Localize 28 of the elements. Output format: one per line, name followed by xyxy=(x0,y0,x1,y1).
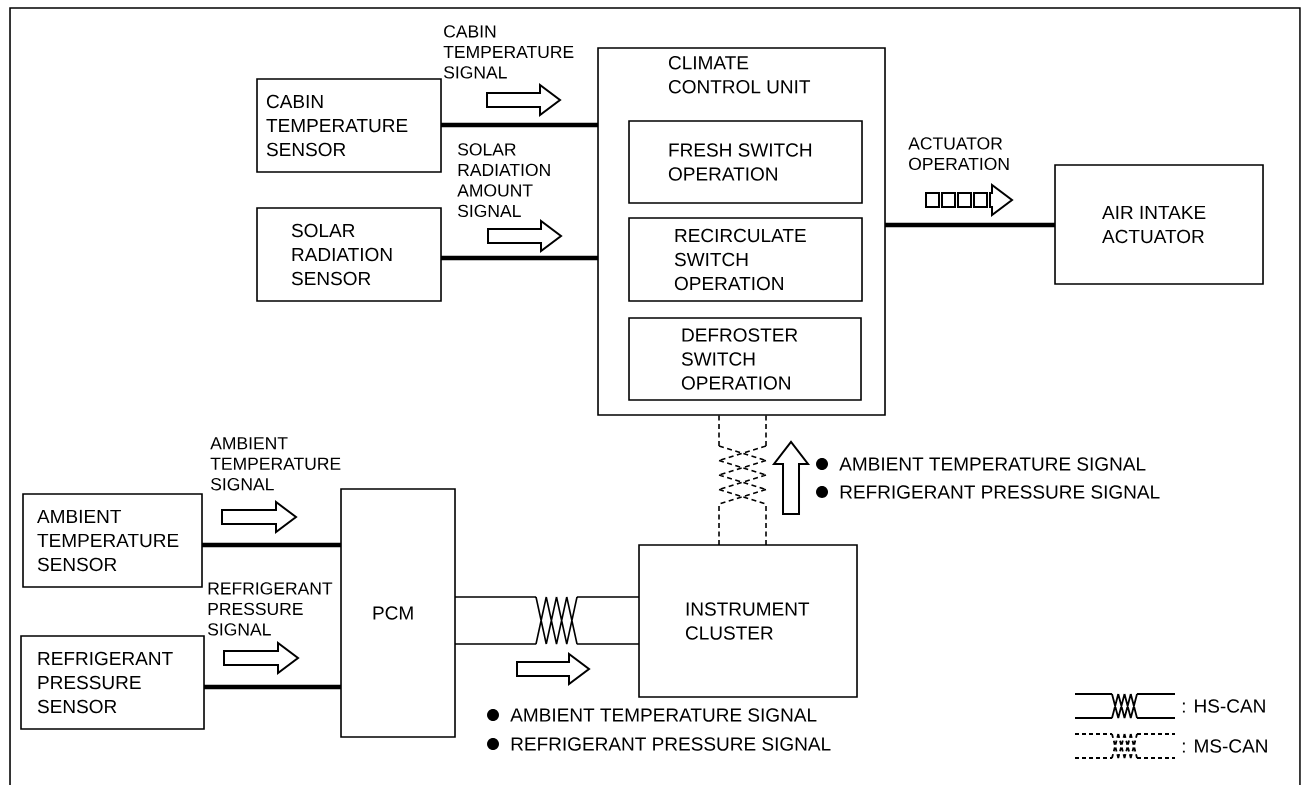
connector-line xyxy=(885,222,1055,228)
edge-label: AMBIENT TEMPERATURE SIGNAL xyxy=(210,437,341,491)
edge-label: SOLAR RADIATION AMOUNT SIGNAL xyxy=(457,143,550,218)
block-box: SOLAR RADIATION SENSOR xyxy=(256,207,442,302)
edge-label: ACTUATOR OPERATION xyxy=(908,137,1009,171)
edge-label: REFRIGERANT PRESSURE SIGNAL xyxy=(208,582,333,636)
connector-line xyxy=(204,684,341,690)
connector-line xyxy=(718,414,767,546)
block-box: DEFROSTER SWITCH OPERATION xyxy=(628,317,862,401)
signal-label: REFRIGERANT PRESSURE SIGNAL xyxy=(840,485,1160,499)
block-box: AIR INTAKE ACTUATOR xyxy=(1054,164,1264,285)
signal-label: REFRIGERANT PRESSURE SIGNAL xyxy=(511,737,831,751)
connector-line xyxy=(441,255,598,261)
block-box: CABIN TEMPERATURE SENSOR xyxy=(256,78,442,173)
legend-label: : HS-CAN xyxy=(1182,699,1265,713)
block-box: REFRIGERANT PRESSURE SENSOR xyxy=(20,635,205,730)
connector-line xyxy=(441,122,598,128)
signal-label: AMBIENT TEMPERATURE SIGNAL xyxy=(510,708,817,722)
block-box: INSTRUMENT CLUSTER xyxy=(638,544,858,698)
connector-line xyxy=(202,542,341,548)
legend-label: : MS-CAN xyxy=(1182,739,1267,753)
block-box: RECIRCULATE SWITCH OPERATION xyxy=(628,217,863,302)
signal-label: AMBIENT TEMPERATURE SIGNAL xyxy=(839,457,1146,471)
edge-label: CABIN TEMPERATURE SIGNAL xyxy=(443,25,574,79)
block-box: PCM xyxy=(340,488,456,738)
block-box: AMBIENT TEMPERATURE SENSOR xyxy=(22,493,203,588)
connector-line xyxy=(454,596,640,645)
block-box: FRESH SWITCH OPERATION xyxy=(628,120,863,204)
